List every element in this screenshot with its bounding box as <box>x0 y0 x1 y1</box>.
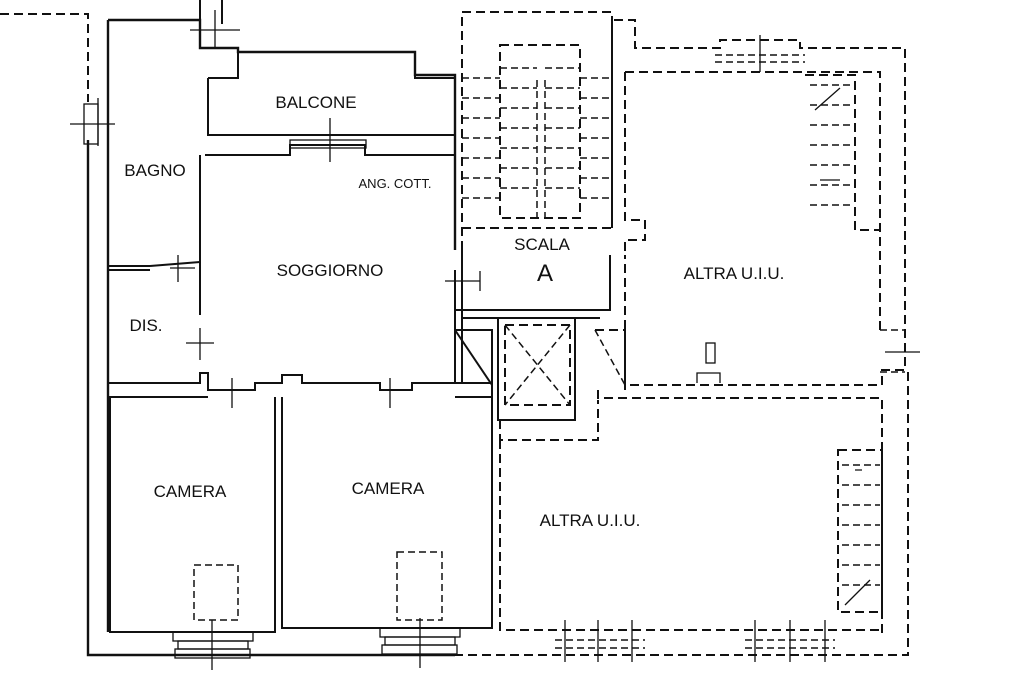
room-label-camera-right: CAMERA <box>352 479 425 498</box>
room-label-dis: DIS. <box>129 316 162 335</box>
stairwell <box>461 11 626 441</box>
room-label-camera-left: CAMERA <box>154 482 227 501</box>
wardrobe-left <box>193 564 239 621</box>
other-unit-bottom <box>455 372 909 662</box>
room-label-scala-letter: A <box>537 260 553 287</box>
openings <box>70 10 481 670</box>
room-label-soggiorno: SOGGIORNO <box>277 261 384 280</box>
room-label-scala: SCALA <box>514 235 570 254</box>
room-label-altra-uiu-bottom: ALTRA U.I.U. <box>540 511 641 530</box>
room-label-bagno: BAGNO <box>124 161 185 180</box>
room-label-altra-uiu-top: ALTRA U.I.U. <box>684 264 785 283</box>
other-unit-top <box>611 19 920 386</box>
wardrobe-right <box>396 551 443 621</box>
room-label-ang-cott: ANG. COTT. <box>359 176 432 191</box>
room-label-balcone: BALCONE <box>275 93 356 112</box>
boundary-dashed-top-left <box>0 13 89 102</box>
apartment-walls <box>86 0 611 657</box>
